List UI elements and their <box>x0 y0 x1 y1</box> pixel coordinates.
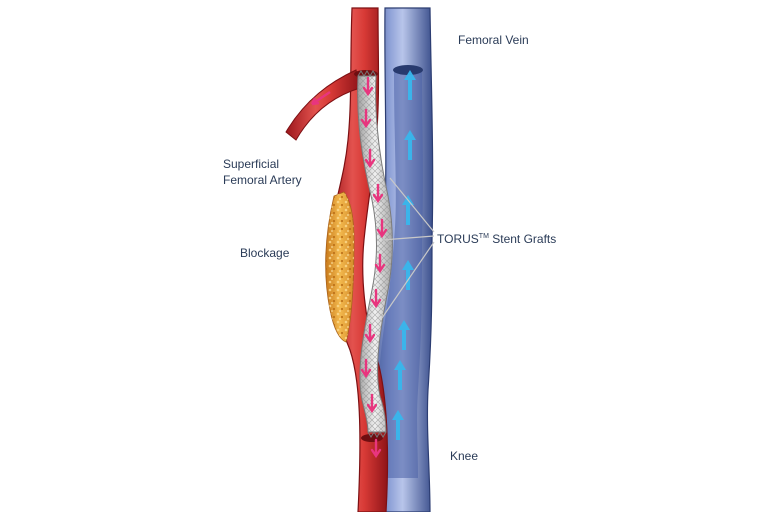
arrow-up-icon <box>404 70 416 100</box>
blockage-plaque <box>325 191 355 343</box>
arrow-down-icon <box>370 438 382 459</box>
arrow-down-icon <box>372 183 384 204</box>
arrow-up-icon <box>398 320 410 350</box>
label-torus-name: TORUS <box>437 232 479 246</box>
arrow-down-icon <box>362 76 374 97</box>
label-blockage: Blockage <box>240 246 290 260</box>
arrow-down-icon <box>360 358 372 379</box>
arrow-up-icon <box>402 195 414 225</box>
label-femoral-vein: Femoral Vein <box>458 33 529 47</box>
arrow-up-icon <box>392 410 404 440</box>
torus-stent-graft <box>357 70 393 438</box>
vein-flow-arrows <box>392 70 416 440</box>
label-superficial-femoral-artery: Superficial Femoral Artery <box>223 156 302 188</box>
arrow-down-icon <box>374 253 386 274</box>
leader-line-lower <box>381 241 435 319</box>
arrow-down-icon <box>364 148 376 169</box>
artery-flow-arrows <box>310 76 388 459</box>
label-torus-rest: Stent Grafts <box>488 232 557 246</box>
arrow-up-icon <box>404 130 416 160</box>
label-sfa-line1: Superficial <box>223 157 280 171</box>
arrow-down-icon <box>376 218 388 239</box>
stent-leader-lines <box>381 177 435 319</box>
leader-line-middle <box>381 235 435 241</box>
label-sfa-line2: Femoral Artery <box>223 173 302 187</box>
arrow-down-icon <box>366 393 378 414</box>
label-torus-trademark: TM <box>478 233 489 240</box>
arrow-up-icon <box>402 260 414 290</box>
label-knee: Knee <box>450 449 479 463</box>
arrow-down-icon <box>364 323 376 344</box>
leader-line-upper <box>389 177 435 233</box>
arrow-down-icon <box>360 108 372 129</box>
arrow-down-icon <box>310 91 331 106</box>
arrow-up-icon <box>394 360 406 390</box>
arrow-down-icon <box>370 288 382 309</box>
label-torus-stent-grafts: TORUSTM Stent Grafts <box>437 229 556 247</box>
